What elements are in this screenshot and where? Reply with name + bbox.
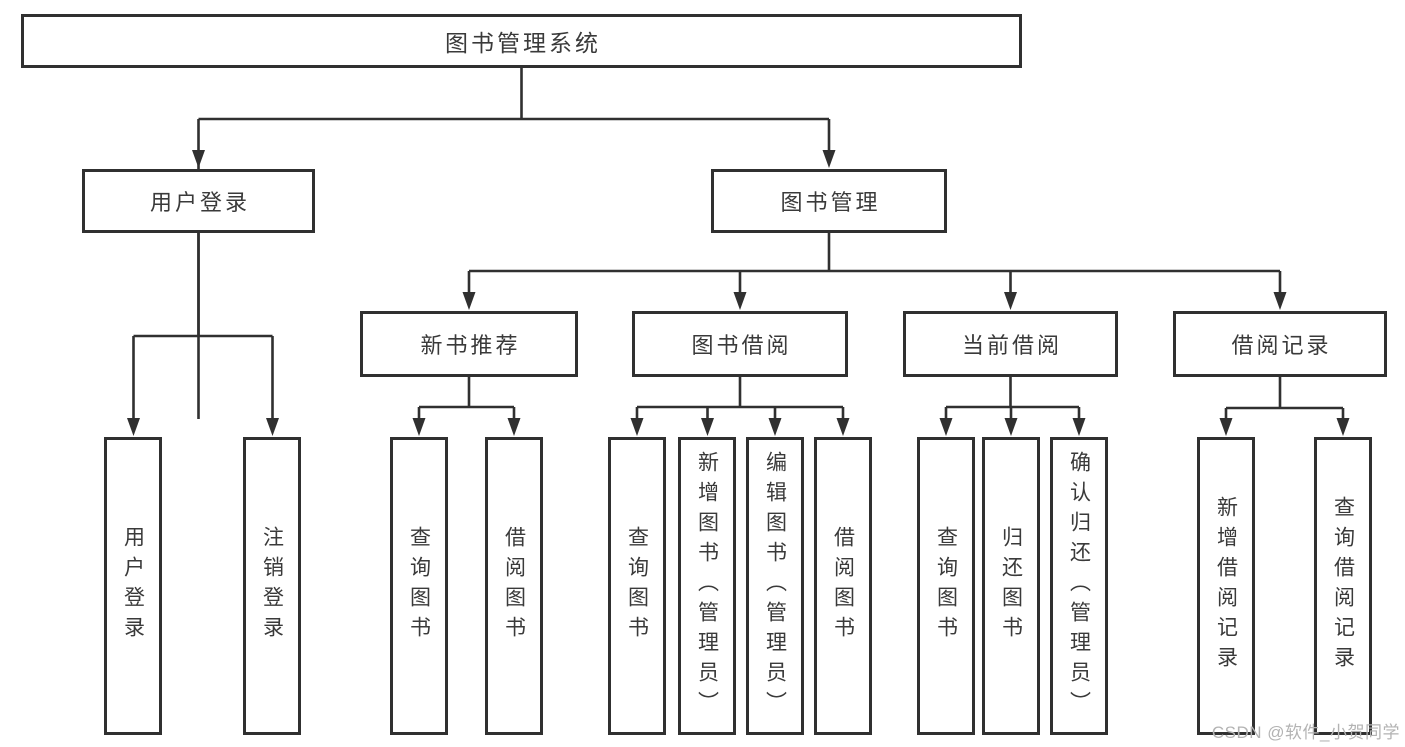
arrow-down-icon (1273, 292, 1287, 310)
arrow-down-icon (127, 418, 140, 436)
arrow-down-icon (836, 418, 850, 436)
node-book-management: 图书管理 (711, 169, 947, 233)
leaf-confirm-return-admin: 确认归还（管理员） (1050, 437, 1108, 735)
leaf-return-books: 归还图书 (982, 437, 1040, 735)
leaf-query-books-borrow: 查询图书 (608, 437, 666, 735)
arrow-down-icon (701, 418, 714, 436)
arrow-down-icon (1004, 418, 1018, 436)
node-current-borrow: 当前借阅 (903, 311, 1118, 377)
arrowheads (127, 150, 1350, 436)
leaf-query-books-recommend: 查询图书 (390, 437, 448, 735)
connector-userlogin-to-leaves (132, 233, 274, 419)
arrow-down-icon (1072, 418, 1086, 436)
arrow-down-icon (1004, 292, 1017, 310)
arrow-down-icon (939, 418, 953, 436)
leaf-borrow-books: 借阅图书 (814, 437, 872, 735)
arrow-down-icon (733, 292, 747, 310)
connector-current-to-leaves (944, 377, 1081, 419)
arrow-down-icon (630, 418, 644, 436)
node-book-borrow: 图书借阅 (632, 311, 848, 377)
arrow-down-icon (192, 150, 205, 168)
connector-root-to-level2 (197, 68, 831, 419)
arrow-down-icon (822, 150, 836, 168)
connector-newrec-to-leaves (417, 377, 516, 419)
leaf-edit-books-admin: 编辑图书（管理员） (746, 437, 804, 735)
arrow-down-icon (507, 418, 521, 436)
connector-lines (132, 68, 1345, 419)
node-borrow-records: 借阅记录 (1173, 311, 1387, 377)
node-new-book-recommend: 新书推荐 (360, 311, 578, 377)
arrow-down-icon (1336, 418, 1350, 436)
node-system-root: 图书管理系统 (21, 14, 1022, 68)
leaf-query-books-current: 查询图书 (917, 437, 975, 735)
connector-records-to-leaves (1224, 377, 1345, 419)
leaf-user-login: 用户登录 (104, 437, 162, 735)
leaf-add-borrow-record: 新增借阅记录 (1197, 437, 1255, 735)
leaf-borrow-books-recommend: 借阅图书 (485, 437, 543, 735)
csdn-watermark: CSDN @软件_小贺同学 (1211, 723, 1400, 742)
node-user-login: 用户登录 (82, 169, 315, 233)
arrow-down-icon (462, 292, 476, 310)
leaf-query-borrow-record: 查询借阅记录 (1314, 437, 1372, 735)
arrow-down-icon (266, 418, 279, 436)
leaf-add-books-admin: 新增图书（管理员） (678, 437, 736, 735)
leaf-logout: 注销登录 (243, 437, 301, 735)
arrow-down-icon (768, 418, 782, 436)
arrow-down-icon (412, 418, 426, 436)
connector-borrow-to-leaves (635, 377, 845, 419)
connector-mgmt-to-level3 (467, 233, 1282, 293)
arrow-down-icon (1219, 418, 1233, 436)
